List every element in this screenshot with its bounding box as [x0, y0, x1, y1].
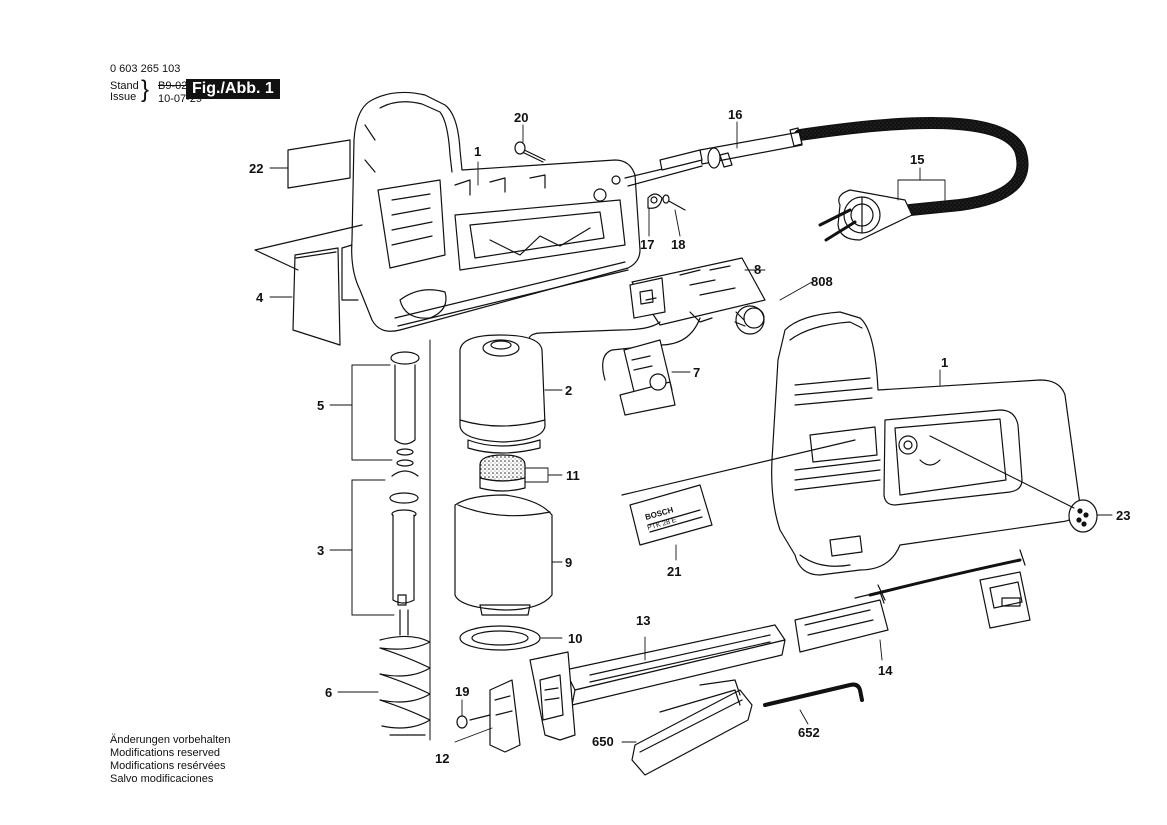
- magazine-part: [529, 624, 786, 741]
- callout-11: 11: [566, 468, 580, 483]
- callout-17: 17: [640, 237, 654, 252]
- stand-label: Stand: [110, 80, 139, 92]
- electronics-module: [528, 257, 766, 381]
- damper-part: [479, 454, 526, 492]
- callout-1-housing: 1: [474, 144, 481, 159]
- leader-lines: [269, 121, 1113, 743]
- ring-part: [459, 625, 541, 651]
- callout-16: 16: [728, 107, 742, 122]
- callout-3: 3: [317, 543, 324, 558]
- callout-4: 4: [256, 290, 264, 305]
- callout-650: 650: [592, 734, 614, 749]
- issue-label: Issue: [110, 91, 137, 103]
- stand-old-value: B9-02: [158, 80, 188, 92]
- callout-brackets: [351, 339, 431, 741]
- callout-7: 7: [693, 365, 700, 380]
- callout-10: 10: [568, 631, 582, 646]
- figure-label: Fig./Abb. 1: [186, 79, 280, 99]
- callout-numbers: 22 4 5 3 6 1 20 16 15 17 18 8 808 7 2 11…: [249, 107, 1130, 766]
- note-fr: Modifications resérvées: [110, 760, 226, 772]
- callout-20: 20: [514, 110, 528, 125]
- callout-9: 9: [565, 555, 572, 570]
- power-plug: [818, 189, 913, 242]
- callout-6: 6: [325, 685, 332, 700]
- cable-part: [624, 117, 1029, 216]
- callout-14: 14: [878, 663, 893, 678]
- adjust-knob: [929, 435, 1098, 533]
- callout-19: 19: [455, 684, 469, 699]
- callout-1-tool: 1: [941, 355, 948, 370]
- name-plate: [629, 484, 713, 546]
- callout-18: 18: [671, 237, 685, 252]
- callout-23: 23: [1116, 508, 1130, 523]
- guide-part: [631, 679, 753, 776]
- callout-8: 8: [754, 262, 761, 277]
- callout-808: 808: [811, 274, 833, 289]
- assembled-tool: [621, 311, 1081, 576]
- note-en: Modifications reserved: [110, 747, 221, 759]
- piston-assembly: [379, 351, 431, 736]
- callout-22: 22: [249, 161, 263, 176]
- part-number: 0 603 265 103: [110, 63, 181, 75]
- callout-15: 15: [910, 152, 924, 167]
- brace-glyph: }: [141, 76, 150, 103]
- coil-part: [459, 334, 546, 454]
- housing-half-part: [341, 91, 641, 332]
- note-es: Salvo modificaciones: [110, 773, 214, 785]
- label-plates: [254, 139, 363, 346]
- callout-5: 5: [317, 398, 324, 413]
- callout-2: 2: [565, 383, 572, 398]
- hex-key-part: [763, 682, 864, 707]
- callout-12: 12: [435, 751, 449, 766]
- front-plate: [456, 679, 521, 753]
- callout-13: 13: [636, 613, 650, 628]
- callout-652: 652: [798, 725, 820, 740]
- shield-part: [454, 494, 553, 616]
- callout-21: 21: [667, 564, 681, 579]
- modification-notes: Änderungen vorbehalten Modifications res…: [110, 734, 230, 786]
- switch-part: [619, 339, 676, 416]
- pusher-part: [794, 549, 1031, 653]
- note-de: Änderungen vorbehalten: [110, 734, 231, 746]
- small-screws: [514, 141, 686, 211]
